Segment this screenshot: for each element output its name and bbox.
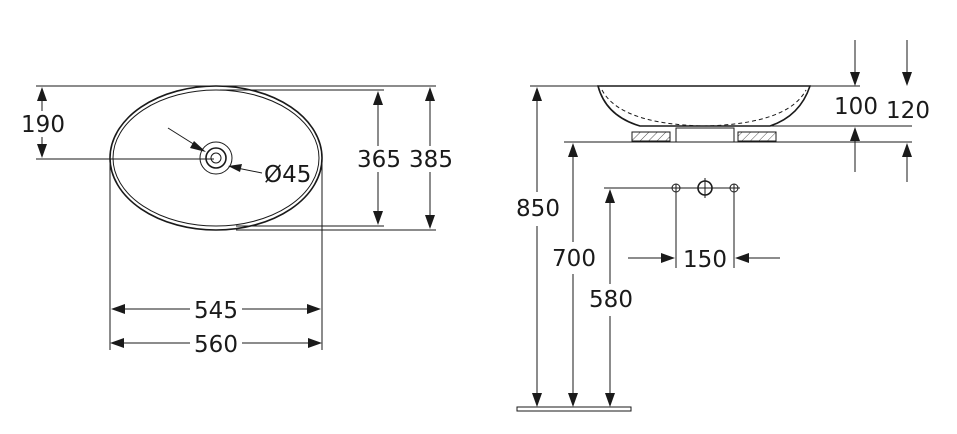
basin-inner-rim xyxy=(112,89,320,227)
countertop-left xyxy=(631,131,671,142)
dim-545: 545 xyxy=(111,298,321,324)
side-view: 850 700 580 150 xyxy=(516,40,930,412)
dim-label-580: 580 xyxy=(589,287,633,313)
bowl-inner-hidden-line xyxy=(601,89,807,127)
basin-outer-rim xyxy=(109,85,323,231)
dim-120: 120 xyxy=(886,40,930,182)
floor-plate xyxy=(516,406,632,412)
dim-label-545: 545 xyxy=(194,298,238,324)
dim-label-850: 850 xyxy=(516,196,560,222)
dim-580: 580 xyxy=(589,189,633,407)
dim-100: 100 xyxy=(834,40,878,172)
waste-outlet xyxy=(199,141,233,175)
dim-label-190: 190 xyxy=(21,112,65,138)
dim-850: 850 xyxy=(516,87,560,407)
bowl-outline xyxy=(596,85,812,127)
dim-label-560: 560 xyxy=(194,332,238,358)
dim-label-700: 700 xyxy=(552,246,596,272)
dim-label-365: 365 xyxy=(357,147,401,173)
dim-label-150: 150 xyxy=(683,247,727,273)
countertop-right xyxy=(737,131,777,142)
supply-connections xyxy=(671,178,739,198)
dim-190: 190 xyxy=(20,87,68,158)
dim-365: 365 xyxy=(357,91,401,225)
dim-diameter-45: Ø45 xyxy=(167,127,311,188)
waste-fitting xyxy=(675,127,735,143)
top-view: 190 365 385 Ø45 xyxy=(20,85,454,358)
dim-label-100: 100 xyxy=(834,94,878,120)
dim-385: 385 xyxy=(408,87,454,229)
dim-700: 700 xyxy=(552,143,596,407)
dim-150: 150 xyxy=(628,247,780,273)
dim-560: 560 xyxy=(110,332,322,358)
dim-label-diameter-45: Ø45 xyxy=(264,162,311,188)
dim-label-120: 120 xyxy=(886,98,930,124)
dim-label-385: 385 xyxy=(409,147,453,173)
